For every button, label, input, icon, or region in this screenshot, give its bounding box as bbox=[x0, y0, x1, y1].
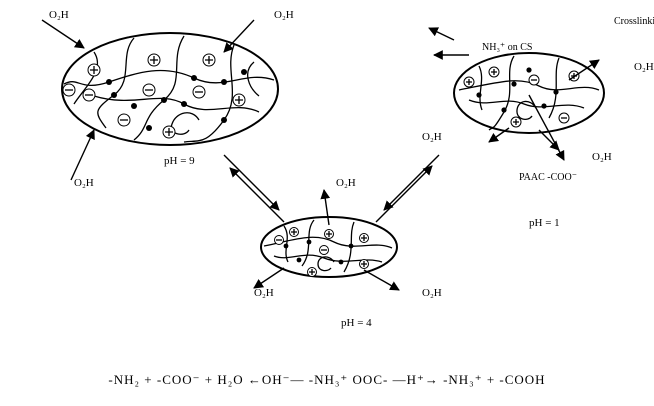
water-arrows-ph1 bbox=[428, 27, 600, 161]
paac-coo-label: PAAC -COO⁻ bbox=[519, 172, 577, 183]
water-label: O₂H bbox=[634, 61, 654, 73]
collapsed-gel-ph1 bbox=[453, 52, 605, 134]
water-label: O₂H bbox=[274, 9, 294, 21]
water-arrows-ph9 bbox=[41, 19, 255, 181]
chemical-equation: -NH₂ + -COO⁻ + H₂O ←OH⁻— -NH₃⁺ OOC- —H⁺→… bbox=[108, 372, 546, 387]
water-label: O₂H bbox=[336, 177, 356, 189]
crosslink-points bbox=[106, 69, 247, 131]
ph4-label: pH = 4 bbox=[341, 317, 372, 329]
water-label: O₂H bbox=[592, 151, 612, 163]
water-label: O₂H bbox=[74, 177, 94, 189]
water-label: O₂H bbox=[254, 287, 274, 299]
swollen-gel-ph9 bbox=[61, 32, 279, 146]
ph9-label: pH = 9 bbox=[164, 155, 195, 167]
water-label: O₂H bbox=[422, 287, 442, 299]
crosslinking-label: Crosslinking point bbox=[614, 16, 654, 27]
water-label: O₂H bbox=[49, 9, 69, 21]
equilibrium-arrows bbox=[223, 154, 440, 223]
intermediate-gel-ph4 bbox=[260, 216, 398, 278]
water-label: O₂H bbox=[422, 131, 442, 143]
ion-charges bbox=[62, 53, 246, 139]
water-arrows-ph4 bbox=[253, 189, 400, 291]
nh3-on-cs-label: NH₃⁺ on CS bbox=[482, 42, 532, 53]
ph1-label: pH = 1 bbox=[529, 217, 560, 229]
